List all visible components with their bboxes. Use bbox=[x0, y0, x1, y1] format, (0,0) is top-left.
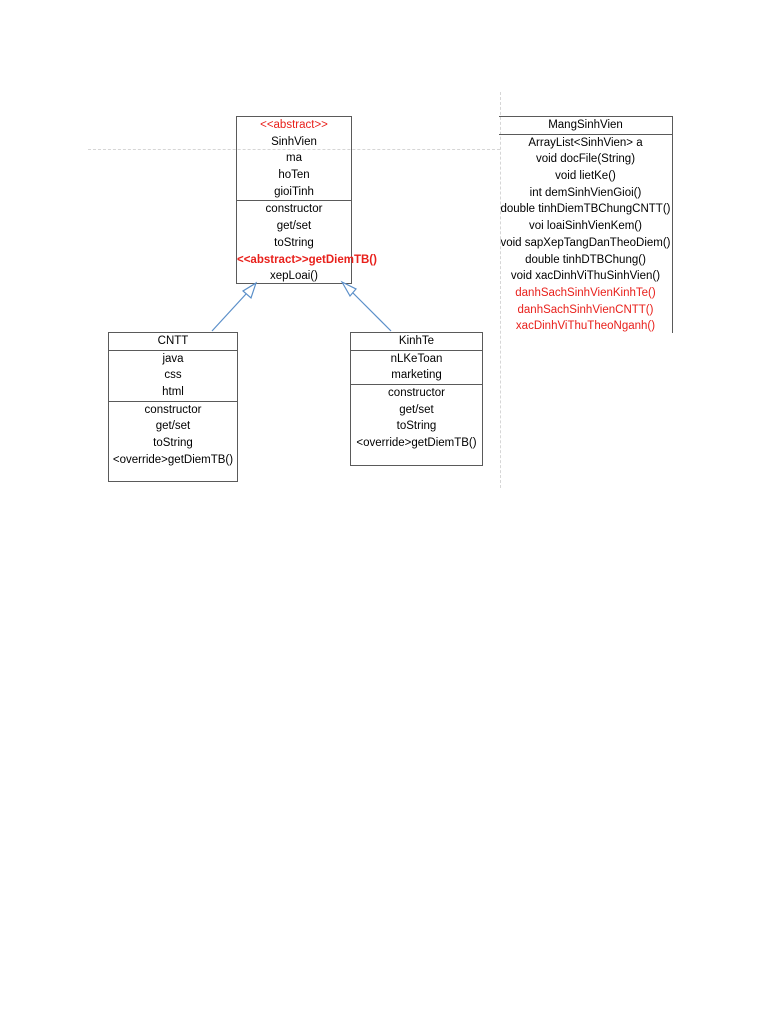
mangsinhvien-method: void xacDinhViThuSinhVien() bbox=[510, 270, 661, 283]
sinhvien-stereotype: <<abstract>> bbox=[260, 119, 328, 131]
cntt-divider bbox=[109, 400, 237, 402]
cntt-method: toString bbox=[153, 437, 193, 450]
sinhvien-attribute: hoTen bbox=[278, 169, 310, 182]
kinhte-attribute: marketing bbox=[391, 369, 442, 382]
sinhvien-method: toString bbox=[274, 236, 314, 249]
sinhvien-abstract-method: <<abstract>>getDiemTB() bbox=[237, 253, 377, 266]
dashed-guide-vertical bbox=[500, 92, 501, 488]
sinhvien-method: constructor bbox=[265, 203, 323, 216]
kinhte-method: get/set bbox=[399, 403, 434, 416]
cntt-method: constructor bbox=[144, 403, 202, 416]
mangsinhvien-method: double tinhDTBChung() bbox=[525, 253, 646, 266]
kinhte-method: constructor bbox=[388, 387, 445, 400]
inheritance-arrow-kinhte bbox=[340, 280, 392, 332]
mangsinhvien-highlighted-method: danhSachSinhVienCNTT() bbox=[517, 303, 654, 316]
mangsinhvien-highlighted-method: danhSachSinhVienKinhTe() bbox=[515, 286, 656, 299]
sinhvien-divider bbox=[237, 200, 351, 202]
cntt-class-name: CNTT bbox=[157, 335, 189, 347]
mangsinhvien-divider bbox=[499, 133, 672, 135]
kinhte-method: <override>getDiemTB() bbox=[356, 437, 477, 450]
sinhvien-method: get/set bbox=[276, 220, 312, 233]
mangsinhvien-method: void lietKe() bbox=[555, 170, 616, 183]
mangsinhvien-method: int demSinhVienGioi() bbox=[529, 186, 642, 199]
cntt-attribute: html bbox=[162, 386, 184, 399]
class-cntt: CNTT java css html constructor get/set t… bbox=[108, 332, 238, 482]
cntt-method: get/set bbox=[155, 420, 191, 433]
kinhte-divider bbox=[351, 349, 482, 351]
sinhvien-attribute: ma bbox=[286, 152, 302, 165]
mangsinhvien-highlighted-method: xacDinhViThuTheoNganh() bbox=[515, 320, 656, 333]
class-mangsinhvien: MangSinhVien ArrayList<SinhVien> a void … bbox=[499, 116, 673, 333]
mangsinhvien-method: void sapXepTangDanTheoDiem() bbox=[500, 236, 671, 249]
inheritance-arrow-cntt bbox=[211, 281, 258, 332]
mangsinhvien-method: double tinhDiemTBChungCNTT() bbox=[500, 203, 671, 216]
class-kinhte: KinhTe nLKeToan marketing constructor ge… bbox=[350, 332, 483, 466]
cntt-method: <override>getDiemTB() bbox=[112, 453, 234, 466]
cntt-attribute: java bbox=[162, 352, 184, 365]
kinhte-attribute: nLKeToan bbox=[390, 352, 443, 365]
cntt-divider bbox=[109, 349, 237, 351]
class-sinhvien: <<abstract>> SinhVien ma hoTen gioiTinh … bbox=[236, 116, 377, 284]
sinhvien-class-name: SinhVien bbox=[271, 135, 317, 148]
mangsinhvien-method: void docFile(String) bbox=[535, 153, 636, 166]
mangsinhvien-attribute: ArrayList<SinhVien> a bbox=[528, 136, 643, 149]
dashed-guide-horizontal bbox=[88, 149, 500, 150]
sinhvien-attribute: gioiTinh bbox=[274, 185, 314, 198]
cntt-attribute: css bbox=[164, 369, 182, 382]
kinhte-class-name: KinhTe bbox=[398, 335, 435, 347]
sinhvien-method: xepLoai() bbox=[270, 270, 318, 283]
mangsinhvien-class-name: MangSinhVien bbox=[548, 119, 623, 131]
kinhte-divider bbox=[351, 384, 482, 386]
kinhte-method: toString bbox=[396, 420, 437, 433]
mangsinhvien-method: voi loaiSinhVienKem() bbox=[529, 220, 642, 233]
